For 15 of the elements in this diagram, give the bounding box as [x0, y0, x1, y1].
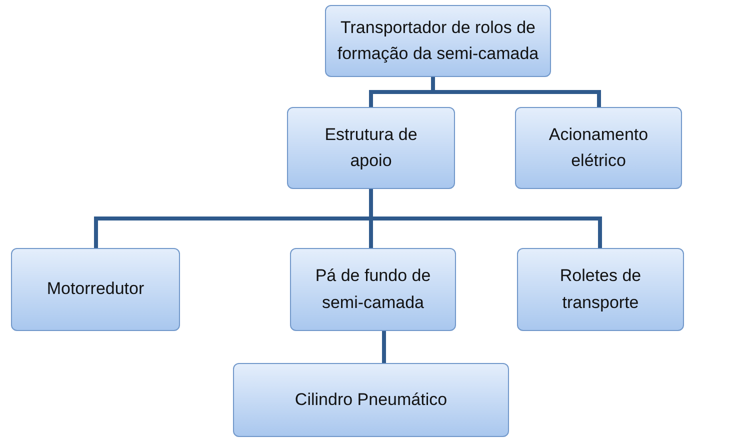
process-box: [287, 107, 455, 189]
box-text: Cilindro Pneumático: [294, 388, 448, 411]
connector-line: [382, 331, 386, 363]
process-box: [325, 5, 551, 77]
box-text: Pá de fundo de semi-camada: [314, 265, 432, 314]
process-box: [517, 248, 684, 331]
box-text: Estrutura de apoio: [324, 124, 418, 172]
process-box: [11, 248, 180, 331]
box-text: Transportador de rolos de formação da semi-camada: [336, 16, 540, 65]
process-box: [233, 363, 509, 437]
box-text: Acionamento elétrico: [548, 124, 650, 172]
box-text: Roletes de transporte: [558, 265, 642, 314]
box-text: Motorredutor: [46, 278, 144, 300]
process-box: [290, 248, 456, 331]
process-box: [515, 107, 682, 189]
